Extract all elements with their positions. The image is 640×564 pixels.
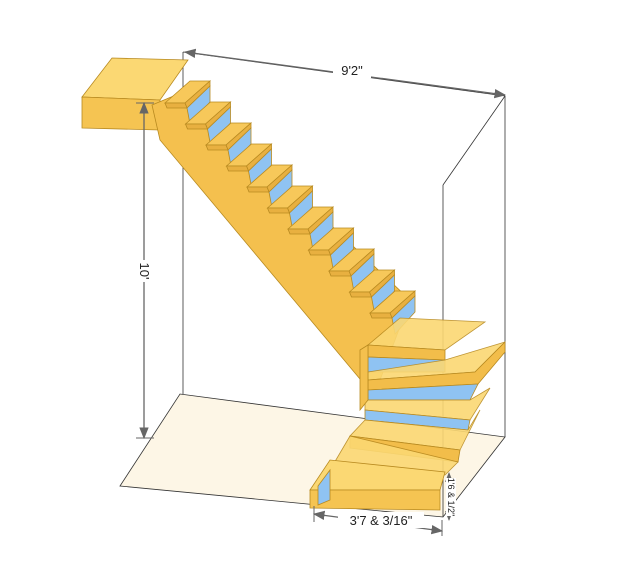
stair-width-label: 3'7 & 3/16"	[350, 513, 413, 528]
dimension-total-run: 9'2"	[183, 48, 507, 99]
tread-front	[205, 144, 229, 151]
dimension-total-rise: 10'	[136, 101, 154, 440]
tread-front	[307, 249, 332, 256]
tread-front	[246, 186, 270, 193]
tread-front	[225, 165, 250, 172]
bottom-step-height-label: 1'6 & 1/2"	[446, 478, 456, 516]
tread-front	[184, 123, 209, 130]
upper-flight	[163, 80, 417, 335]
tread-front	[369, 312, 393, 319]
total-run-label: 9'2"	[341, 63, 363, 78]
tread-front	[348, 291, 373, 298]
dimension-bottom-step-height: 1'6 & 1/2"	[445, 472, 456, 521]
winder-steps	[309, 317, 506, 511]
dimension-stair-width: 3'7 & 3/16"	[312, 506, 444, 536]
tread-front	[164, 102, 188, 109]
tread-front	[287, 228, 311, 235]
tread-front	[328, 270, 352, 277]
stair-stringer	[151, 89, 411, 386]
total-rise-label: 10'	[137, 263, 152, 280]
tread-front	[266, 207, 291, 214]
